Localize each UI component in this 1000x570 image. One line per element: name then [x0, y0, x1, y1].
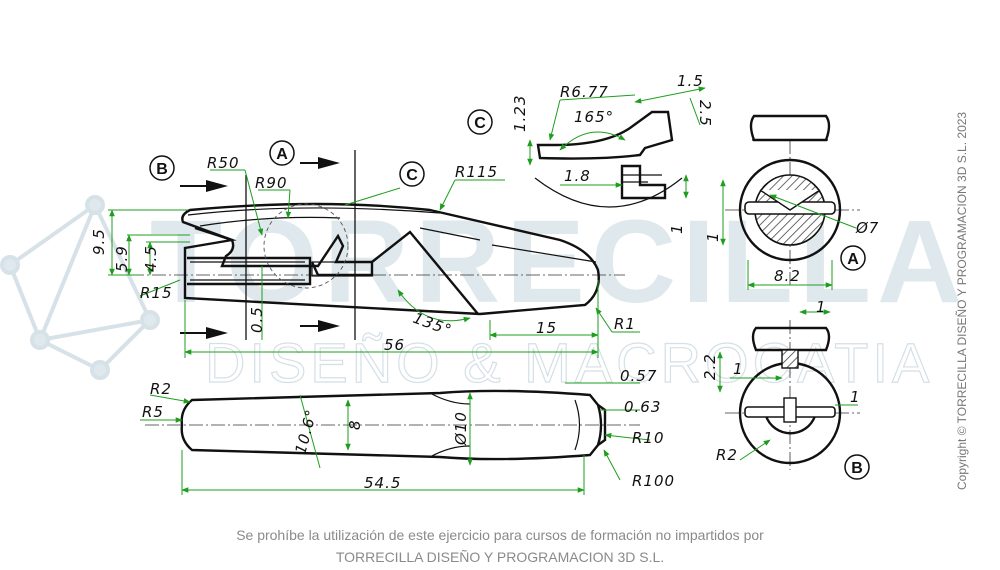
svg-text:B: B: [156, 161, 168, 178]
dim-8-2: 8.2: [774, 267, 801, 285]
dim-r6-77: R6.77: [560, 83, 609, 101]
dim-8: 8: [346, 419, 364, 430]
watermark: TORRECILLA DISEÑO & MACROCATIA: [0, 195, 962, 395]
dim-b-r2: R2: [716, 446, 738, 464]
dim-1-23: 1.23: [511, 95, 529, 132]
footer-line-1: Se prohíbe la utilización de este ejerci…: [236, 527, 764, 543]
dim-1-8: 1.8: [564, 167, 591, 185]
svg-text:C: C: [474, 115, 486, 132]
dim-54-5: 54.5: [364, 474, 401, 492]
svg-text:B: B: [851, 460, 863, 477]
view-label-b-main: B: [149, 155, 175, 181]
dim-r50: R50: [207, 154, 240, 172]
section-a-view: Ø7 1 8.2 A: [704, 114, 879, 290]
watermark-subtitle: DISEÑO & MACROCATIA: [205, 331, 933, 394]
section-arrows: [180, 150, 356, 340]
dim-dia-7: Ø7: [855, 219, 879, 237]
dim-4-5: 4.5: [142, 245, 160, 272]
dim-0-63: 0.63: [624, 398, 661, 416]
dim-15: 15: [536, 319, 557, 337]
dim-5-9: 5.9: [113, 245, 131, 272]
dim-r100: R100: [632, 472, 675, 490]
view-label-c-detail: C: [467, 109, 493, 135]
dim-r90: R90: [255, 174, 288, 192]
svg-text:C: C: [406, 167, 418, 184]
dim-9-5: 9.5: [90, 228, 108, 255]
dim-1-5: 1.5: [677, 72, 704, 90]
detail-c-view: C R6.77 165° 1.5 2.5 1.23 1.8 1: [467, 72, 714, 234]
dim-0-5: 0.5: [248, 306, 266, 333]
view-label-b-section: B: [844, 454, 870, 480]
dim-0-57: 0.57: [620, 367, 657, 385]
dim-r2: R2: [150, 380, 172, 398]
dim-b-1-top: 1: [816, 298, 827, 316]
dim-r5: R5: [142, 403, 164, 421]
svg-text:A: A: [847, 251, 859, 268]
dim-2-5: 2.5: [696, 100, 714, 127]
copyright-text: Copyright © TORRECILLA DISEÑO Y PROGRAMA…: [955, 112, 969, 490]
dim-b-1-right: 1: [850, 388, 861, 406]
dim-r115: R115: [455, 163, 498, 181]
dim-b-1-left: 1: [733, 360, 744, 378]
bottom-view: R2 R5 10.6° 8 Ø10 0.57 0.63 R10 R100 54.…: [140, 367, 675, 495]
section-b-view: 1 2.2 1 1 R2 B: [701, 298, 870, 480]
dim-2-2: 2.2: [701, 353, 719, 380]
dim-r1: R1: [614, 315, 636, 333]
network-logo-icon: [0, 195, 160, 380]
dim-r15: R15: [140, 284, 173, 302]
dim-r10: R10: [632, 429, 665, 447]
dim-56: 56: [384, 336, 405, 354]
svg-text:A: A: [276, 146, 288, 163]
dim-dia-10: Ø10: [452, 411, 470, 446]
dim-a-1: 1: [704, 231, 722, 242]
view-label-a-section: A: [840, 245, 866, 271]
dim-c-1: 1: [668, 223, 686, 234]
dim-angle-10-6: 10.6°: [291, 407, 320, 456]
view-label-c-main: C: [399, 161, 425, 187]
footer-line-2: TORRECILLA DISEÑO Y PROGRAMACION 3D S.L.: [335, 549, 665, 565]
dim-angle-165: 165°: [574, 108, 614, 126]
view-label-a-main: A: [269, 140, 295, 166]
